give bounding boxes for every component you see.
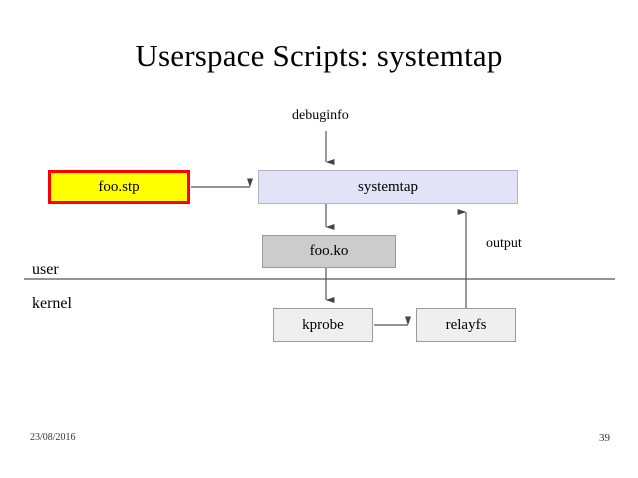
node-foo-ko-label: foo.ko (309, 243, 349, 259)
node-foo-ko[interactable]: foo.ko (262, 235, 396, 268)
node-systemtap-label: systemtap (358, 178, 418, 195)
footer-page-number: 39 (599, 432, 610, 444)
node-foo-stp[interactable]: foo.stp (48, 170, 190, 204)
node-relayfs-label: relayfs (445, 316, 487, 333)
footer-date: 23/08/2016 (30, 432, 76, 443)
node-foo-stp-label: foo.stp (98, 178, 140, 195)
zone-label-kernel: kernel (32, 295, 72, 312)
zone-label-user: user (32, 261, 59, 278)
node-kprobe-label: kprobe (302, 316, 344, 333)
edge-label-output: output (486, 236, 522, 251)
node-kprobe[interactable]: kprobe (273, 308, 373, 342)
page-title: Userspace Scripts: systemtap (135, 38, 503, 73)
node-relayfs[interactable]: relayfs (416, 308, 516, 342)
edge-label-debuginfo: debuginfo (292, 108, 349, 123)
node-systemtap[interactable]: systemtap (258, 170, 518, 204)
